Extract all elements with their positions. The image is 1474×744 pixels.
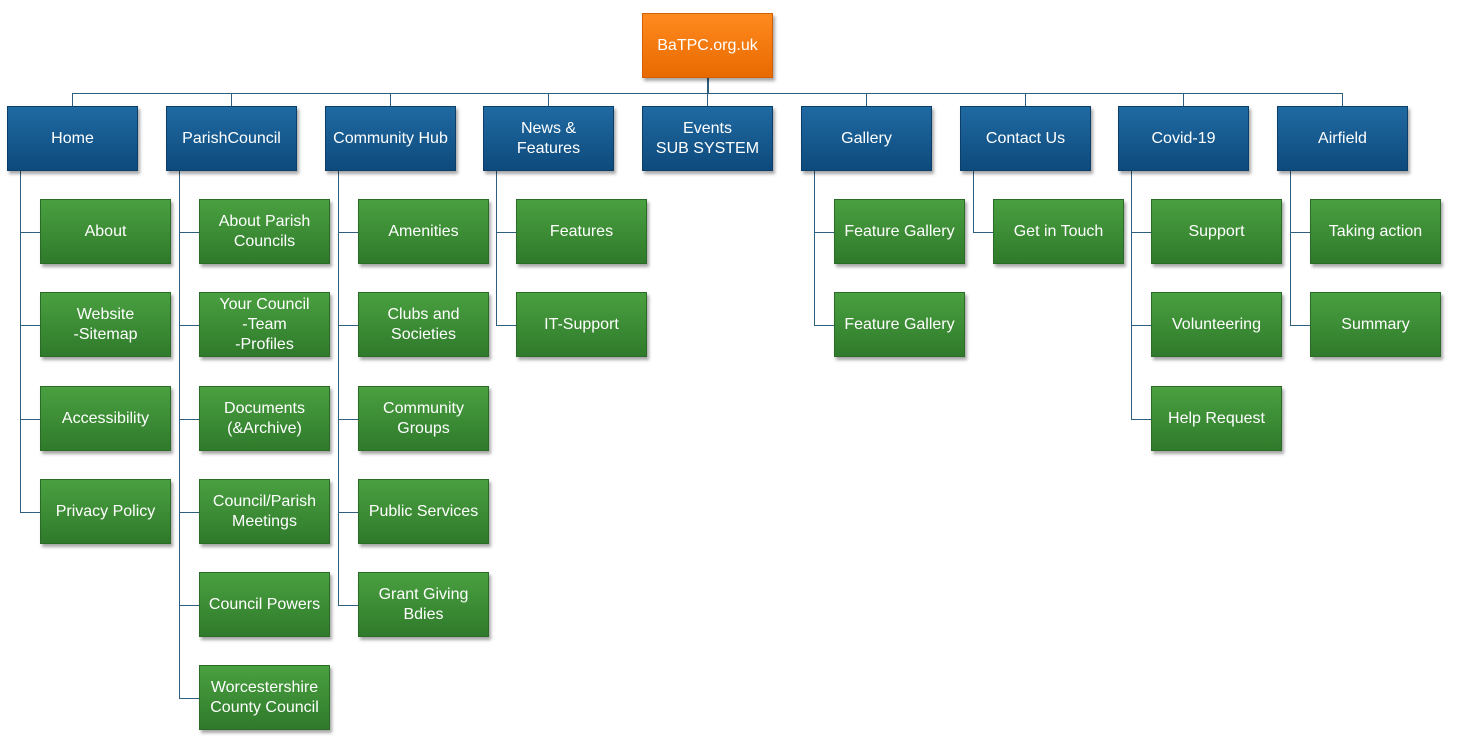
child-node[interactable]: Your Council -Team -Profiles [199,292,330,357]
child-trunk-line [1290,171,1291,325]
child-node[interactable]: About [40,199,171,264]
child-node[interactable]: Website -Sitemap [40,292,171,357]
child-branch-line [338,511,358,513]
child-branch-line [179,418,199,420]
child-node[interactable]: Taking action [1310,199,1441,264]
child-branch-line [1290,324,1310,326]
child-branch-line [179,324,199,326]
child-node[interactable]: Feature Gallery [834,199,965,264]
child-branch-line [814,231,834,233]
child-branch-line [179,604,199,606]
child-node[interactable]: Help Request [1151,386,1282,451]
child-trunk-line [1131,171,1132,419]
category-node[interactable]: ParishCouncil [166,106,297,171]
child-branch-line [20,511,40,513]
child-branch-line [179,511,199,513]
category-drop-line [1342,93,1343,106]
category-node[interactable]: News & Features [483,106,614,171]
child-node[interactable]: Public Services [358,479,489,544]
category-drop-line [72,93,73,106]
child-trunk-line [496,171,497,325]
child-branch-line [496,324,516,326]
category-drop-line [1025,93,1026,106]
child-node[interactable]: Support [1151,199,1282,264]
child-branch-line [179,231,199,233]
child-branch-line [338,418,358,420]
child-branch-line [179,697,199,699]
child-branch-line [1131,418,1151,420]
child-node[interactable]: Community Groups [358,386,489,451]
child-branch-line [496,231,516,233]
child-node[interactable]: Summary [1310,292,1441,357]
child-trunk-line [814,171,815,325]
category-drop-line [707,93,708,106]
category-node[interactable]: Contact Us [960,106,1091,171]
category-node[interactable]: Gallery [801,106,932,171]
child-node[interactable]: Amenities [358,199,489,264]
child-node[interactable]: Documents (&Archive) [199,386,330,451]
root-stem-line [706,78,709,93]
category-drop-line [1183,93,1184,106]
child-branch-line [20,418,40,420]
child-node[interactable]: IT-Support [516,292,647,357]
category-node[interactable]: Events SUB SYSTEM [642,106,773,171]
child-trunk-line [973,171,974,232]
child-branch-line [1131,324,1151,326]
child-node[interactable]: Feature Gallery [834,292,965,357]
child-branch-line [973,231,993,233]
category-node[interactable]: Covid-19 [1118,106,1249,171]
child-trunk-line [179,171,180,698]
child-node[interactable]: Volunteering [1151,292,1282,357]
child-branch-line [338,231,358,233]
category-drop-line [866,93,867,106]
category-drop-line [548,93,549,106]
child-node[interactable]: Worcestershire County Council [199,665,330,730]
child-node[interactable]: Features [516,199,647,264]
child-node[interactable]: Accessibility [40,386,171,451]
child-trunk-line [338,171,339,605]
category-node[interactable]: Community Hub [325,106,456,171]
child-node[interactable]: Council Powers [199,572,330,637]
child-branch-line [1131,231,1151,233]
child-node[interactable]: Council/Parish Meetings [199,479,330,544]
child-branch-line [338,324,358,326]
category-drop-line [231,93,232,106]
child-branch-line [20,231,40,233]
child-node[interactable]: Clubs and Societies [358,292,489,357]
category-drop-line [390,93,391,106]
child-node[interactable]: Grant Giving Bdies [358,572,489,637]
category-node[interactable]: Airfield [1277,106,1408,171]
category-node[interactable]: Home [7,106,138,171]
child-trunk-line [20,171,21,512]
child-branch-line [1290,231,1310,233]
child-node[interactable]: Get in Touch [993,199,1124,264]
child-node[interactable]: About Parish Councils [199,199,330,264]
root-node[interactable]: BaTPC.org.uk [642,13,773,78]
child-branch-line [338,604,358,606]
child-branch-line [814,324,834,326]
child-branch-line [20,324,40,326]
child-node[interactable]: Privacy Policy [40,479,171,544]
